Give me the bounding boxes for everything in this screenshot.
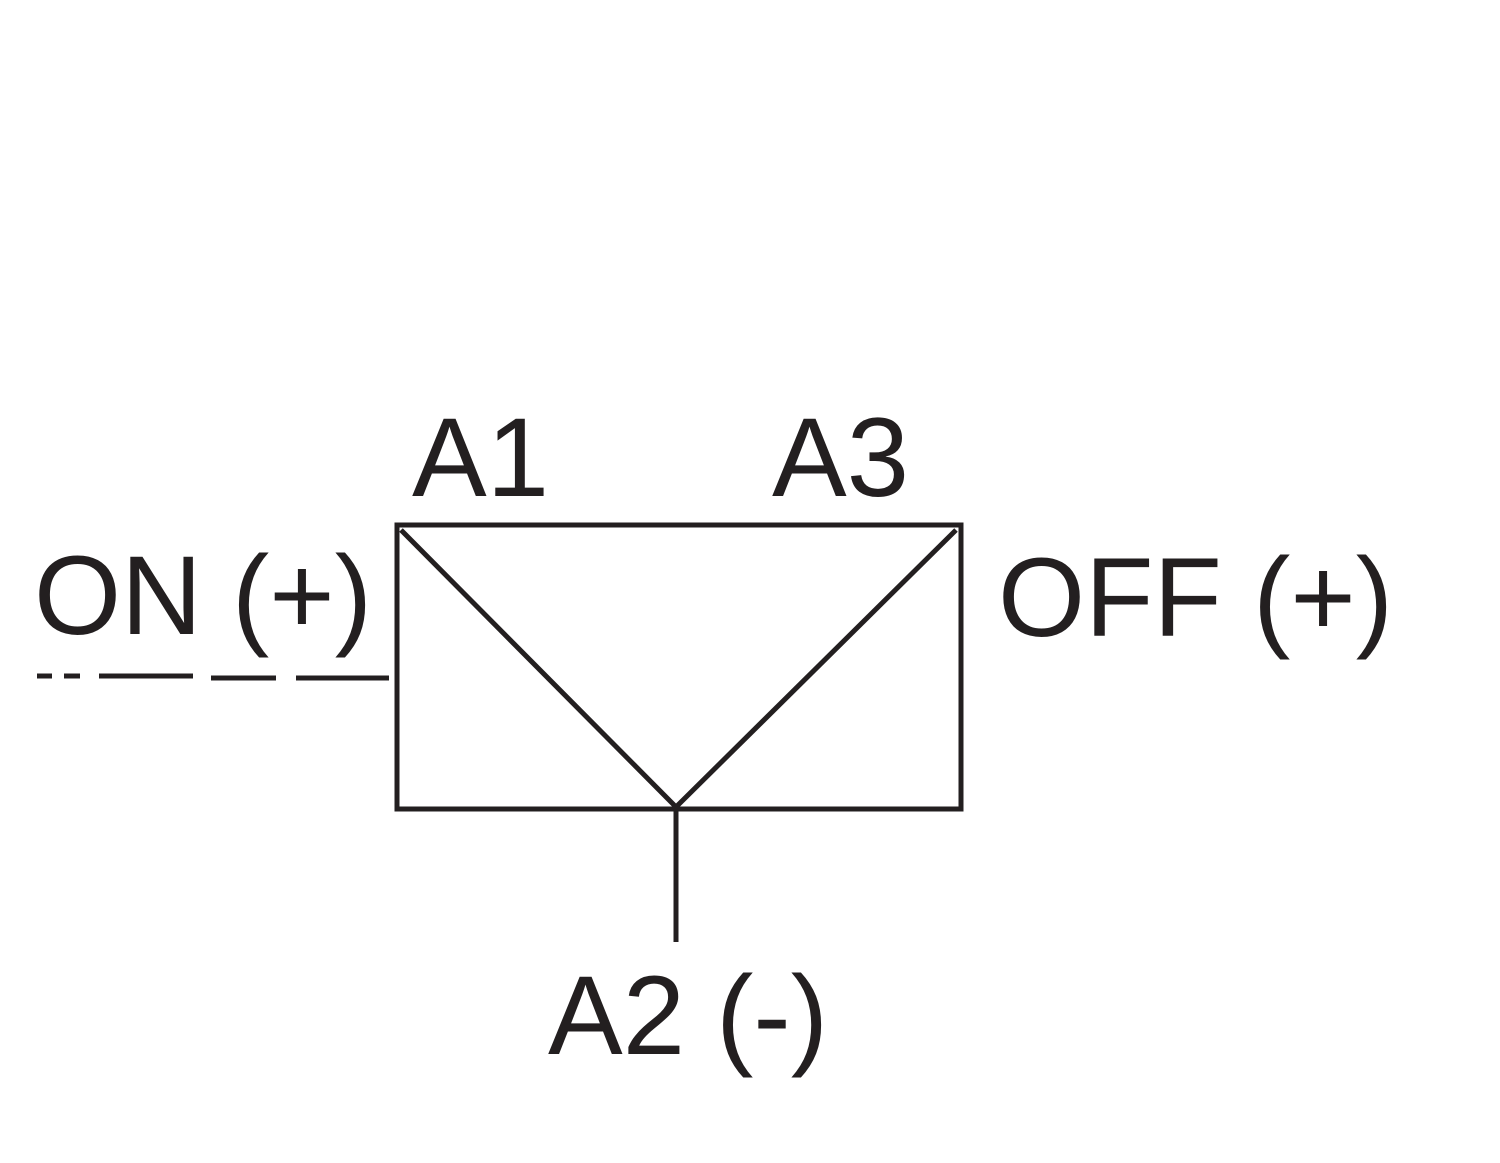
terminal-a2-label: A2 (-) [548, 953, 828, 1078]
diagonal-a3-to-center [674, 528, 958, 809]
terminal-on-label: ON [34, 533, 202, 658]
terminal-a1-label: A1 [412, 395, 549, 520]
diagonal-a1-to-center [399, 528, 678, 809]
terminal-off-label: OFF (+) [998, 535, 1393, 660]
relay-box [394, 522, 964, 812]
terminal-a3-label: A3 [772, 395, 909, 520]
terminal-on-polarity: (+) [232, 533, 372, 658]
